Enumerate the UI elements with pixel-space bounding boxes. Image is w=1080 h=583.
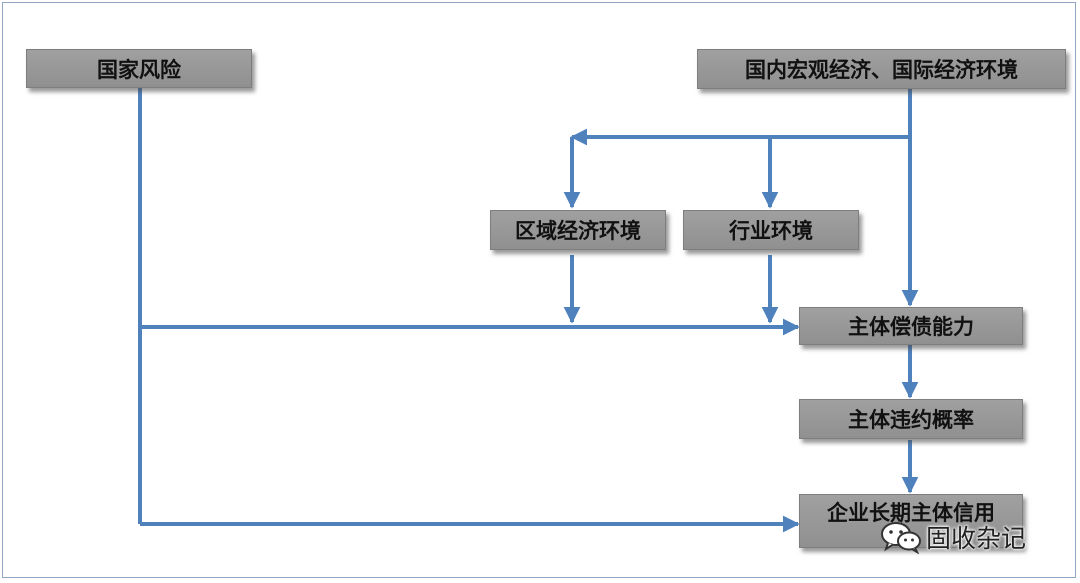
node-macro-environment: 国内宏观经济、国际经济环境	[697, 49, 1066, 89]
node-industry-environment: 行业环境	[683, 210, 859, 250]
watermark-text: 固收杂记	[926, 524, 1027, 553]
node-repayment-ability: 主体偿债能力	[799, 307, 1023, 345]
node-long-term-credit: 企业长期主体信用	[799, 494, 1023, 548]
wechat-icon	[881, 522, 921, 554]
node-country-risk: 国家风险	[26, 49, 252, 88]
node-regional-environment: 区域经济环境	[490, 210, 666, 250]
watermark: 固收杂记	[880, 520, 1026, 554]
node-default-probability: 主体违约概率	[799, 399, 1023, 439]
